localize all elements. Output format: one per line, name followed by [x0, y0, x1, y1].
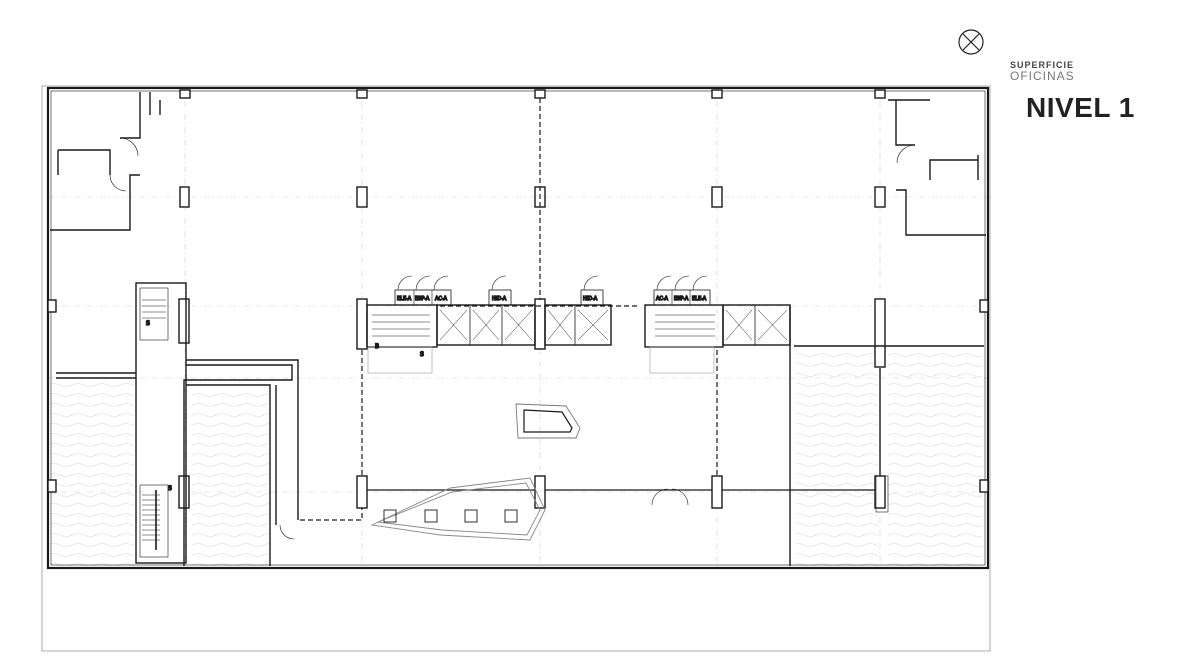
plan-heading: SUPERFICIE OFICINAS NIVEL 1: [1010, 60, 1134, 123]
core-label: ELE-A: [692, 296, 707, 302]
service-core-right: HID-A AC-A ESP-A ELE-A S: [167, 275, 791, 493]
right-block-walls: [789, 306, 984, 566]
hatched-zones: [50, 348, 982, 566]
room-right-top: [888, 99, 986, 236]
heading-superficie: SUPERFICIE: [1010, 60, 1075, 70]
lot-boundary: [41, 85, 991, 652]
stair-mark: S: [146, 320, 150, 327]
dashed-partitions: [300, 98, 718, 521]
north-compass-icon: [958, 29, 984, 55]
stair-tower-left: S: [135, 282, 187, 564]
core-label: AC-A: [656, 296, 669, 302]
stair-mark: S: [168, 485, 172, 492]
heading-oficinas: OFICINAS: [1010, 69, 1075, 83]
level-title: NIVEL 1: [1026, 92, 1135, 123]
core-label: ESP-A: [415, 296, 430, 302]
stair-mark: B: [375, 343, 379, 350]
entrance-canopy: [370, 477, 546, 541]
core-label: HID-A: [583, 296, 598, 302]
front-facade: [367, 488, 875, 506]
core-label: HID-A: [492, 296, 507, 302]
core-label: AC-A: [435, 296, 448, 302]
core-label: ESP-A: [674, 296, 689, 302]
service-core-left: ELE-A ESP-A AC-A HID-A B S: [366, 275, 536, 374]
reception-desk: [515, 403, 581, 439]
exterior-walls: [46, 86, 990, 570]
stair-mark: S: [420, 351, 424, 358]
core-label: ELE-A: [397, 296, 412, 302]
lobby-walls: [56, 359, 299, 566]
room-left-top: [50, 92, 161, 231]
